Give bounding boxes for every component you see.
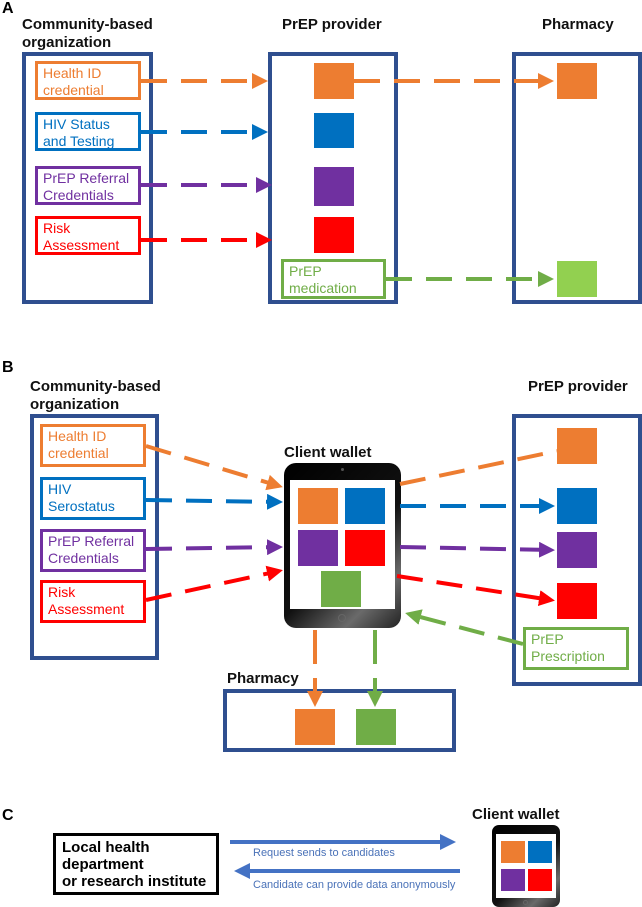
panel-c-wallet-title: Client wallet: [472, 806, 560, 823]
panel-b-prep-referral-credential: PrEP Referral Credentials: [40, 529, 146, 572]
panel-c-letter: C: [2, 807, 14, 824]
panel-a-risk-assessment-credential: Risk Assessment: [35, 216, 141, 255]
arrow-b-prescription-to-wallet: [405, 609, 524, 646]
arrow-b-risk-to-wallet: [145, 565, 283, 602]
arrow-b-hiv-to-wallet: [145, 493, 283, 510]
panel-a-pharmacy-health-id-square: [557, 63, 597, 99]
panel-a-health-id-credential: Health ID credential: [35, 61, 141, 100]
wallet-health-id-square: [298, 488, 338, 524]
panel-a-provider-referral-square: [314, 167, 354, 206]
panel-a-pharmacy-medication-square: [557, 261, 597, 297]
panel-a-hiv-status-credential: HIV Status and Testing: [35, 112, 141, 151]
panel-b-risk-assessment-credential: Risk Assessment: [40, 580, 146, 623]
panel-c-request-label: Request sends to candidates: [253, 847, 395, 859]
tablet-home-button-icon: [338, 614, 346, 622]
panel-c-requester-box: Local health department or research inst…: [53, 833, 219, 895]
wallet-referral-square: [501, 869, 525, 891]
tablet-screen: [496, 834, 556, 898]
panel-b-pharmacy-title: Pharmacy: [227, 670, 299, 687]
panel-a-cbo-title: Community-based organization: [22, 16, 153, 51]
tablet-home-button-icon: [523, 900, 528, 905]
wallet-referral-square: [298, 530, 338, 566]
wallet-health-id-square: [501, 841, 525, 863]
tablet-camera-icon: [341, 468, 344, 471]
panel-a-provider-title: PrEP provider: [282, 16, 382, 33]
panel-a-provider-hiv-square: [314, 113, 354, 148]
panel-b-prep-prescription-box: PrEP Prescription: [523, 627, 629, 670]
panel-a-letter: A: [2, 0, 14, 17]
wallet-hiv-square: [528, 841, 552, 863]
panel-b-pharmacy-health-id-square: [295, 709, 335, 745]
panel-a-prep-referral-credential: PrEP Referral Credentials: [35, 166, 141, 205]
wallet-prescription-square: [321, 571, 361, 607]
panel-c-response-label: Candidate can provide data anonymously: [253, 879, 456, 891]
panel-b-provider-risk-square: [557, 583, 597, 619]
panel-b-provider-hiv-square: [557, 488, 597, 524]
panel-b-provider-referral-square: [557, 532, 597, 568]
panel-b-health-id-credential: Health ID credential: [40, 424, 146, 467]
panel-b-provider-health-id-square: [557, 428, 597, 464]
panel-b-hiv-serostatus-credential: HIV Serostatus: [40, 477, 146, 520]
wallet-hiv-square: [345, 488, 385, 524]
panel-a-provider-risk-square: [314, 217, 354, 253]
panel-b-letter: B: [2, 359, 14, 376]
panel-b-pharmacy-prescription-square: [356, 709, 396, 745]
panel-b-pharmacy-box: [223, 689, 456, 752]
panel-b-client-wallet-tablet: [284, 463, 401, 628]
panel-a-pharmacy-title: Pharmacy: [542, 16, 614, 33]
panel-b-provider-title: PrEP provider: [528, 378, 628, 395]
panel-a-prep-medication-box: PrEP medication: [281, 259, 386, 299]
wallet-risk-square: [528, 869, 552, 891]
panel-b-cbo-title: Community-based organization: [30, 378, 161, 413]
wallet-risk-square: [345, 530, 385, 566]
arrow-b-health-id-to-wallet: [145, 444, 283, 491]
tablet-screen: [290, 480, 395, 609]
panel-a-provider-health-id-square: [314, 63, 354, 99]
arrow-b-referral-to-wallet: [145, 539, 283, 556]
panel-c-client-wallet-tablet: [492, 825, 560, 907]
panel-b-wallet-title: Client wallet: [284, 444, 372, 461]
